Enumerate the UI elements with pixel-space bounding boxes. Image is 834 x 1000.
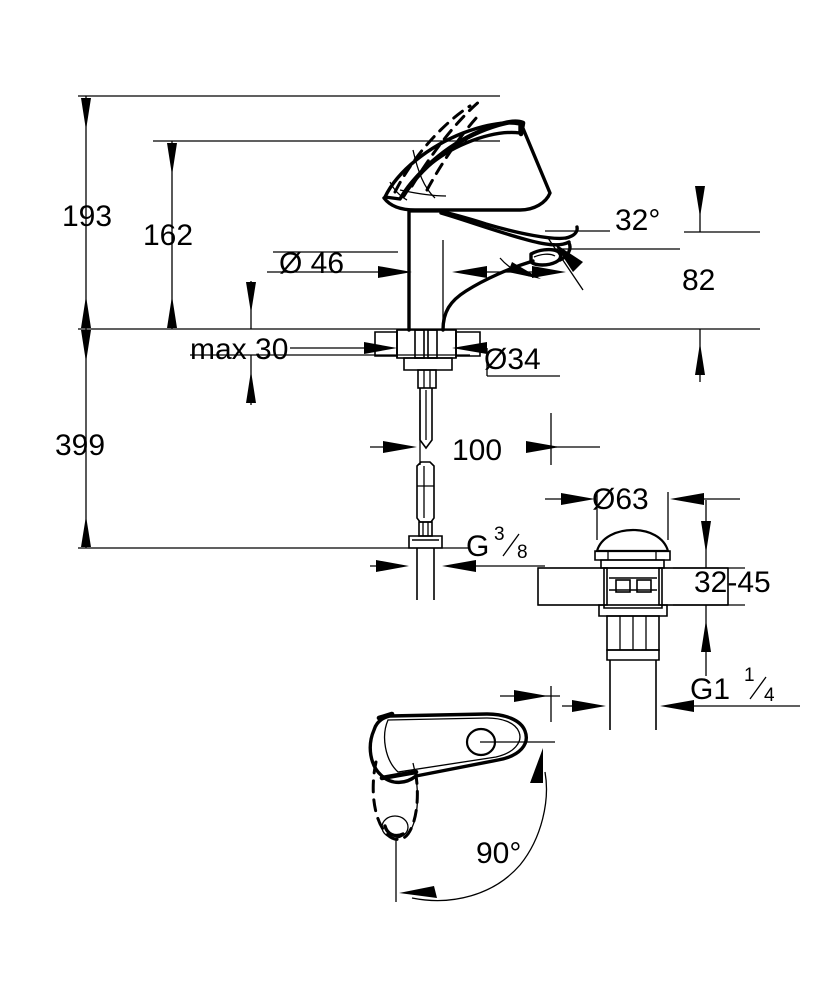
label-3245: 32-45: [694, 566, 771, 599]
label-max30: max 30: [190, 333, 288, 366]
label-82: 82: [682, 264, 715, 297]
label-g114-g: G1: [690, 673, 730, 706]
label-399: 399: [55, 429, 105, 462]
label-193: 193: [62, 200, 112, 233]
label-g38-num: 3: [494, 524, 505, 545]
label-g114-den: 4: [764, 685, 775, 706]
label-32deg: 32°: [615, 204, 660, 237]
dimension-labels: 193 162 Ø 46 max 30 Ø34 32° 82 399 100 Ø…: [55, 200, 775, 870]
pop-up-waste-detail: [537, 492, 800, 730]
label-162: 162: [143, 219, 193, 252]
label-g114-num: 1: [744, 665, 755, 686]
label-g38-g: G: [466, 530, 489, 563]
label-g114-group: G1 1 4: [690, 665, 775, 706]
label-g38-den: 8: [517, 542, 528, 563]
label-g38-group: G 3 8: [466, 524, 528, 563]
faucet-elevation-view: [374, 98, 579, 450]
label-d46: Ø 46: [279, 247, 344, 280]
label-d34: Ø34: [484, 343, 541, 376]
label-100: 100: [452, 434, 502, 467]
lever-plan-view: [368, 686, 560, 902]
supply-tail-view: [370, 461, 545, 600]
dimension-network-upper: [78, 95, 760, 549]
label-d63: Ø63: [592, 483, 649, 516]
label-90deg: 90°: [476, 837, 521, 870]
